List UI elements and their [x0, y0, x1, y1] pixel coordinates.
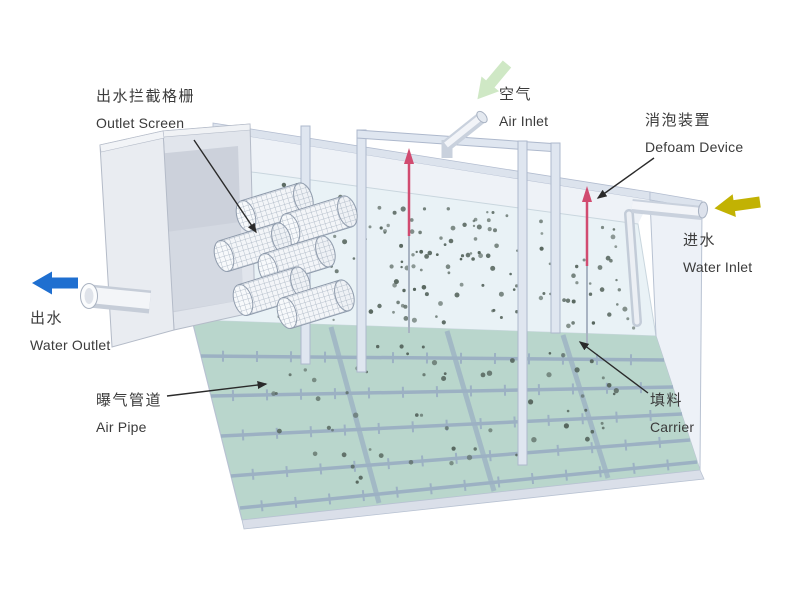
defoam-arrow-right-head: [582, 186, 592, 202]
air-inlet-pipe: [441, 110, 488, 158]
tank-front-left-edge: [191, 319, 243, 521]
label-water-inlet: 进水 Water Inlet: [683, 228, 752, 280]
label-water-inlet-en: Water Inlet: [683, 259, 753, 275]
leader-air-pipe: [166, 381, 268, 397]
label-outlet-screen: 出水拦截格栅 Outlet Screen: [96, 84, 195, 136]
water-outlet-arrow-icon: [32, 271, 78, 295]
inlet-pipe-highlight: [631, 201, 703, 216]
outlet-chamber: [99, 123, 256, 348]
leader-defoam-device: [596, 157, 655, 199]
label-defoam-device: 消泡装置 Defoam Device: [645, 108, 743, 160]
inlet-pipe-cap: [697, 201, 709, 219]
leader-lines: [166, 139, 655, 397]
label-defoam-device-zh: 消泡装置: [645, 112, 712, 129]
chamber-left-wall: [99, 130, 175, 348]
chamber-left-rim: [99, 130, 165, 153]
label-water-outlet: 出水 Water Outlet: [30, 306, 110, 358]
leader-carrier: [578, 341, 649, 394]
label-defoam-device-en: Defoam Device: [645, 139, 744, 155]
air-pipe-grid: [200, 326, 698, 512]
water-inlet-pipe: [624, 199, 709, 327]
defoam-arrow-left-head: [404, 148, 414, 164]
frame-post: [550, 142, 561, 334]
label-water-inlet-zh: 进水: [683, 232, 717, 249]
label-outlet-screen-en: Outlet Screen: [96, 115, 185, 131]
tank-front-bottom-rim: [241, 469, 705, 530]
label-air-pipe-zh: 曝气管道: [96, 392, 163, 409]
air-pipe-highlight: [444, 114, 483, 148]
leader-outlet-screen: [193, 139, 257, 234]
air-pipe-cap: [476, 110, 488, 124]
label-air-inlet-zh: 空气: [499, 86, 533, 103]
water-outlet-pipe: [80, 283, 152, 314]
label-water-outlet-zh: 出水: [30, 310, 64, 327]
label-outlet-screen-zh: 出水拦截格栅: [96, 88, 196, 105]
outlet-pipe-highlight: [89, 287, 151, 309]
label-carrier-en: Carrier: [650, 419, 695, 435]
tank-back-wall: [213, 131, 650, 224]
carrier-dots-lower: [271, 344, 619, 484]
label-carrier-zh: 填料: [650, 392, 684, 409]
label-air-pipe-en: Air Pipe: [96, 419, 147, 435]
frame-post: [517, 140, 528, 466]
label-air-pipe: 曝气管道 Air Pipe: [96, 388, 162, 440]
label-air-inlet-en: Air Inlet: [499, 113, 549, 129]
outlet-pipe-bore: [84, 288, 94, 304]
label-air-inlet: 空气 Air Inlet: [499, 82, 548, 134]
water-inlet-arrow-icon: [712, 190, 762, 220]
frame-post: [356, 129, 367, 373]
label-carrier: 填料 Carrier: [650, 388, 694, 440]
label-water-outlet-en: Water Outlet: [30, 337, 111, 353]
inlet-downpipe-highlight: [626, 211, 640, 325]
